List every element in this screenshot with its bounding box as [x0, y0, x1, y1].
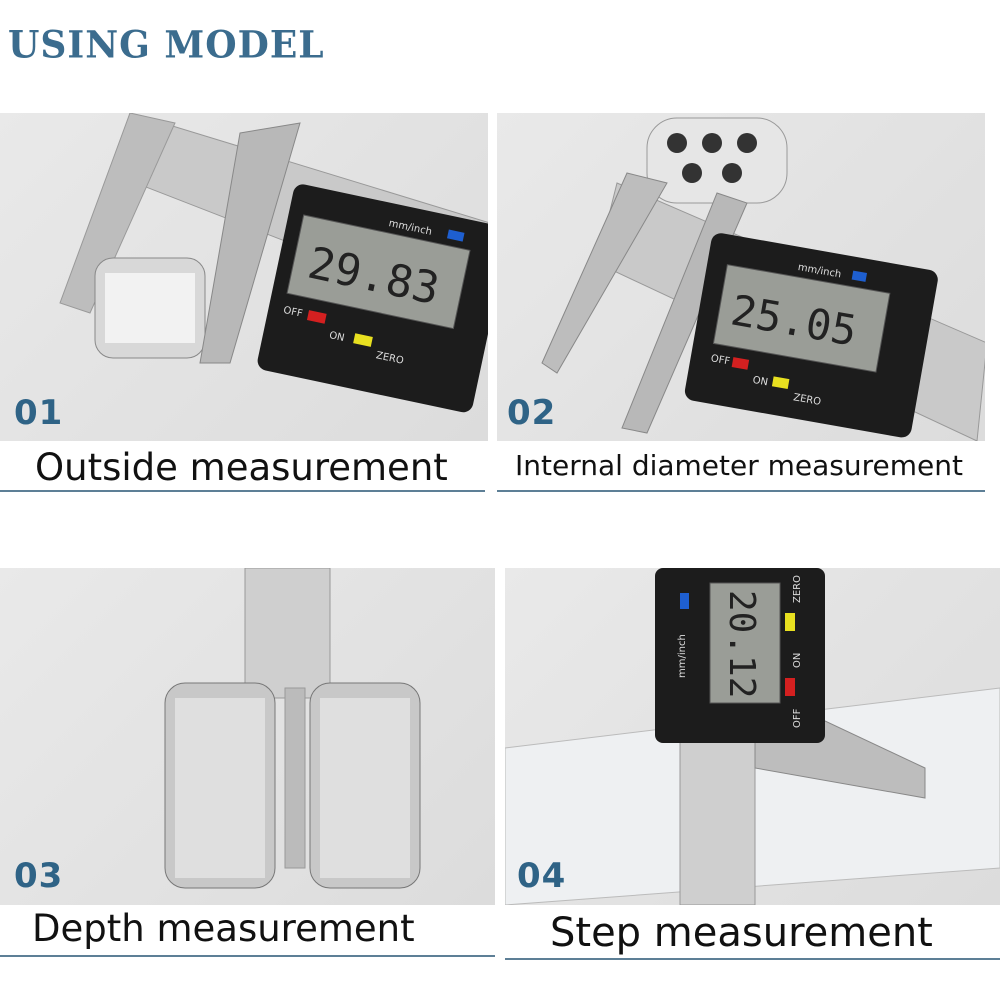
- divider: [0, 955, 495, 957]
- panel-depth: 03: [0, 568, 495, 905]
- step-number-badge: 02: [507, 393, 557, 433]
- lcd-reading: 20.12: [721, 590, 762, 698]
- divider: [497, 490, 985, 492]
- caption-depth: Depth measurement: [32, 907, 415, 950]
- caliper-step-image: 20.12 mm/inch ZERO ON OFF: [505, 568, 1000, 905]
- mm-inch-button: [446, 229, 465, 242]
- step-number-badge: 04: [517, 856, 567, 896]
- panel-step: 20.12 mm/inch ZERO ON OFF 04: [505, 568, 1000, 905]
- on-label: ON: [792, 653, 803, 668]
- mm-inch-button: [680, 593, 689, 609]
- off-label: OFF: [282, 305, 303, 320]
- on-label: ON: [752, 375, 769, 389]
- off-label: OFF: [792, 708, 803, 728]
- zero-label: ZERO: [792, 392, 822, 408]
- caliper-internal-image: 25.05 mm/inch OFF ON ZERO: [541, 117, 985, 441]
- off-button: [306, 310, 327, 324]
- divider: [0, 490, 485, 492]
- off-label: OFF: [710, 353, 731, 367]
- unit-label: mm/inch: [677, 634, 688, 678]
- step-number-badge: 01: [14, 393, 64, 433]
- zero-button: [353, 333, 373, 347]
- caption-outside: Outside measurement: [35, 446, 448, 489]
- panel-internal-diameter: 25.05 mm/inch OFF ON ZERO 02: [497, 113, 985, 441]
- zero-label: ZERO: [792, 575, 803, 603]
- divider: [505, 958, 1000, 960]
- off-button: [785, 678, 795, 696]
- panel-outside-measurement: 29.83 mm/inch OFF ON ZERO 01: [0, 113, 488, 441]
- mm-inch-button: [851, 270, 868, 282]
- on-label: ON: [328, 330, 345, 344]
- caliper-outside-image: 29.83 mm/inch OFF ON ZERO: [59, 113, 488, 413]
- caption-step: Step measurement: [550, 910, 933, 956]
- off-button: [731, 357, 750, 370]
- page-title: USING MODEL: [8, 22, 325, 68]
- caption-internal: Internal diameter measurement: [515, 449, 963, 482]
- caliper-depth-image: [164, 568, 421, 889]
- step-number-badge: 03: [14, 856, 64, 896]
- zero-button: [771, 376, 790, 390]
- zero-button: [785, 613, 795, 631]
